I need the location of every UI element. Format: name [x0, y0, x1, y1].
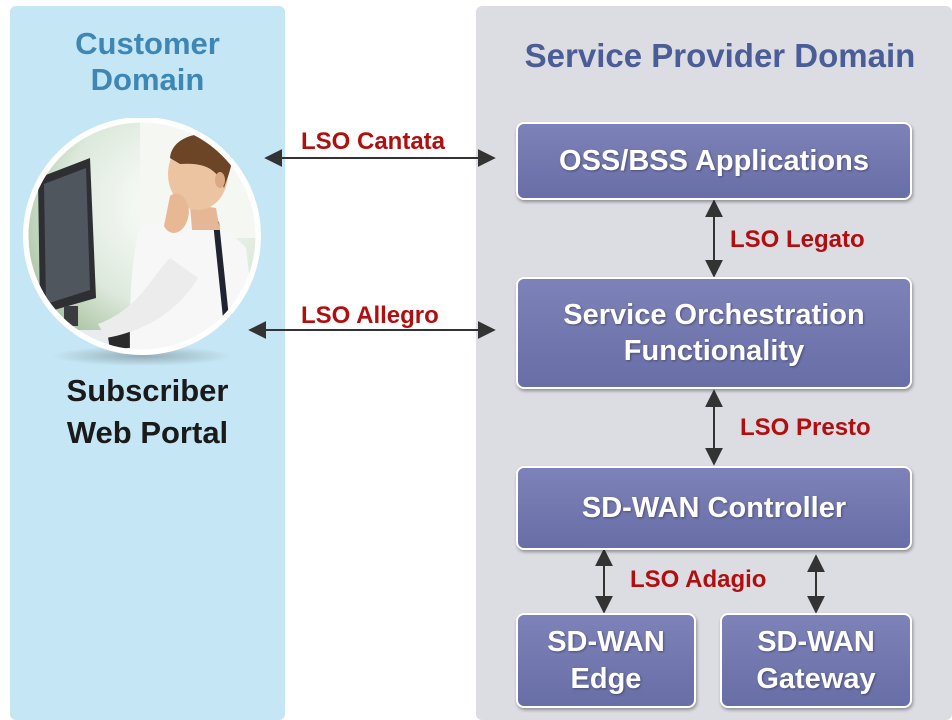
- sdwan-controller-box: SD-WAN Controller: [516, 466, 912, 550]
- lso-allegro-label: LSO Allegro: [301, 302, 439, 329]
- customer-domain-title: Customer Domain: [75, 26, 220, 97]
- lso-adagio-label: LSO Adagio: [630, 566, 767, 593]
- subscriber-avatar-icon: [23, 118, 261, 366]
- lso-legato-label: LSO Legato: [730, 226, 865, 253]
- service-orchestration-box: Service Orchestration Functionality: [516, 277, 912, 389]
- service-provider-domain-title: Service Provider Domain: [524, 37, 916, 74]
- lso-presto-label: LSO Presto: [740, 414, 871, 441]
- subscriber-web-portal-label: Subscriber Web Portal: [66, 373, 229, 450]
- oss-bss-applications-box: OSS/BSS Applications: [516, 122, 912, 200]
- lso-cantata-label: LSO Cantata: [301, 128, 446, 155]
- sdwan-gateway-box: SD-WAN Gateway: [720, 613, 912, 708]
- sdwan-edge-box: SD-WAN Edge: [516, 613, 696, 708]
